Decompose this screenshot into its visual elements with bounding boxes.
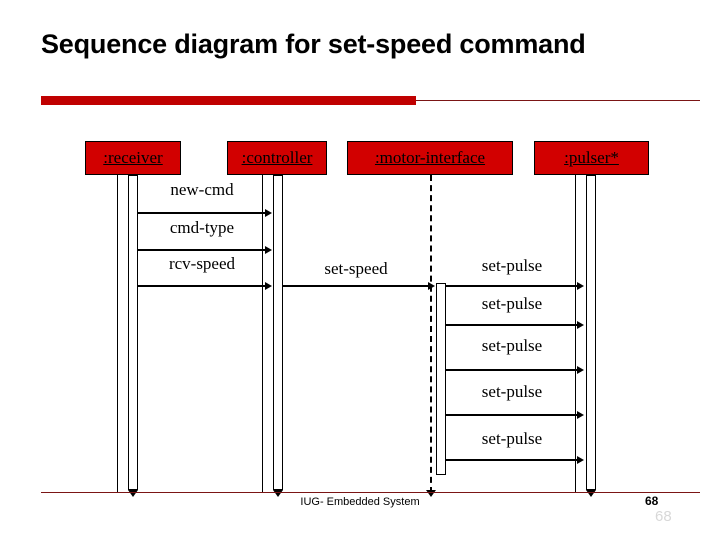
activation-receiver: [128, 175, 138, 490]
message-line-set-speed: [283, 285, 429, 287]
message-arrowhead-set-pulse-5: [577, 456, 584, 464]
message-arrowhead-new-cmd: [265, 209, 272, 217]
lifeline-controller: [262, 175, 263, 493]
activation-motor-interface: [436, 283, 446, 475]
message-arrowhead-set-speed: [428, 282, 435, 290]
lifeline-end-arrow-pulser: [586, 490, 596, 497]
page-number-ghost: 68: [655, 508, 672, 525]
message-label-new-cmd: new-cmd: [170, 180, 234, 199]
message-label-set-speed: set-speed: [324, 259, 388, 278]
message-label-cmd-type: cmd-type: [169, 218, 235, 237]
message-line-set-pulse-5: [446, 459, 578, 461]
message-label-set-pulse-3: set-pulse: [481, 336, 543, 355]
message-line-new-cmd: [138, 212, 266, 214]
message-label-set-pulse-5: set-pulse: [481, 429, 543, 448]
message-arrowhead-rcv-speed: [265, 282, 272, 290]
lifeline-motor-interface: [430, 175, 432, 493]
lifeline-end-arrow-motor-interface: [426, 490, 436, 497]
activation-controller: [273, 175, 283, 490]
message-line-set-pulse-1: [446, 285, 578, 287]
lifeline-end-arrow-receiver: [128, 490, 138, 497]
object-box-pulser[interactable]: :pulser*: [534, 141, 649, 175]
message-line-rcv-speed: [138, 285, 266, 287]
object-label-motor-interface: :motor-interface: [374, 148, 486, 167]
footer-text: IUG- Embedded System: [300, 496, 420, 508]
message-arrowhead-cmd-type: [265, 246, 272, 254]
message-arrowhead-set-pulse-1: [577, 282, 584, 290]
object-box-controller[interactable]: :controller: [227, 141, 327, 175]
activation-pulser: [586, 175, 596, 490]
message-line-cmd-type: [138, 249, 266, 251]
message-line-set-pulse-3: [446, 369, 578, 371]
title-divider-accent-bar: [41, 96, 416, 105]
message-arrowhead-set-pulse-2: [577, 321, 584, 329]
object-label-receiver: :receiver: [103, 148, 163, 167]
page-title: Sequence diagram for set-speed command: [41, 29, 586, 60]
object-label-pulser: :pulser*: [564, 148, 619, 167]
message-label-set-pulse-1: set-pulse: [481, 256, 543, 275]
message-arrowhead-set-pulse-3: [577, 366, 584, 374]
object-box-receiver[interactable]: :receiver: [85, 141, 181, 175]
message-label-set-pulse-2: set-pulse: [481, 294, 543, 313]
page-number: 68: [645, 494, 659, 508]
message-line-set-pulse-2: [446, 324, 578, 326]
message-label-rcv-speed: rcv-speed: [168, 254, 236, 273]
object-label-controller: :controller: [241, 148, 313, 167]
message-label-set-pulse-4: set-pulse: [481, 382, 543, 401]
lifeline-end-arrow-controller: [273, 490, 283, 497]
lifeline-pulser: [575, 175, 576, 493]
lifeline-receiver: [117, 175, 118, 493]
message-arrowhead-set-pulse-4: [577, 411, 584, 419]
object-box-motor-interface[interactable]: :motor-interface: [347, 141, 513, 175]
message-line-set-pulse-4: [446, 414, 578, 416]
footer-rule: [41, 492, 700, 493]
